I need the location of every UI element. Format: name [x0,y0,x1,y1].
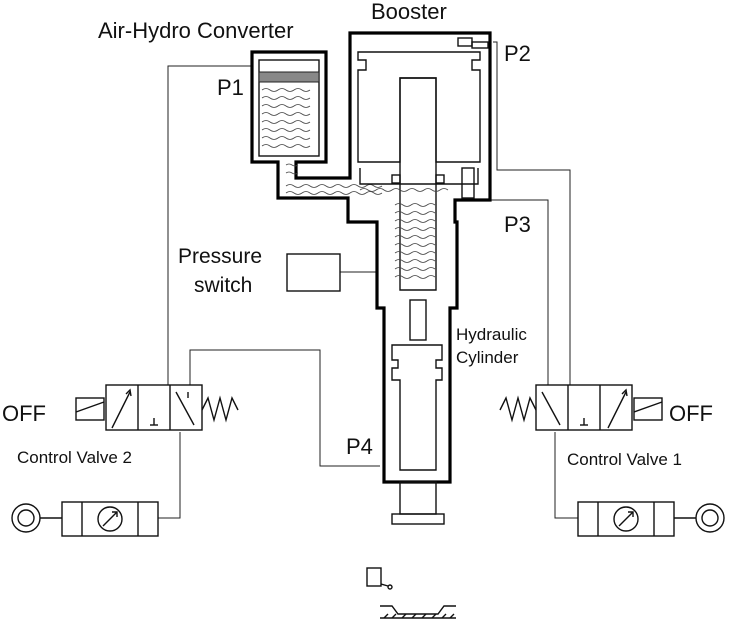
label-p1: P1 [217,75,244,100]
label-switch: switch [194,274,252,297]
right-air-source [577,501,725,537]
label-control-valve-2: Control Valve 2 [17,448,132,467]
pressure-switch-box [286,253,341,292]
label-off-right: OFF [669,401,713,426]
pneumatic-lines [158,41,578,519]
label-air-hydro-converter: Air-Hydro Converter [98,18,294,43]
label-p4: P4 [346,434,373,459]
control-valve-2 [75,384,239,431]
booster-internals [357,37,489,291]
booster-fluid [359,188,449,279]
label-control-valve-1: Control Valve 1 [567,450,682,469]
label-pressure: Pressure [178,245,262,268]
converter-piston [258,71,320,83]
label-p3: P3 [504,212,531,237]
workpiece [366,567,456,619]
label-cylinder: Cylinder [456,348,519,367]
converter-reservoir [258,59,320,157]
label-off-left: OFF [2,401,46,426]
label-booster: Booster [371,0,447,24]
left-air-source [11,501,159,537]
converter-wall [250,31,492,484]
label-p2: P2 [504,41,531,66]
hydraulic-cylinder [391,299,445,525]
converter-fluid [261,88,383,195]
control-valve-1 [499,384,663,431]
label-hydraulic: Hydraulic [456,325,527,344]
booster-body [250,31,492,484]
